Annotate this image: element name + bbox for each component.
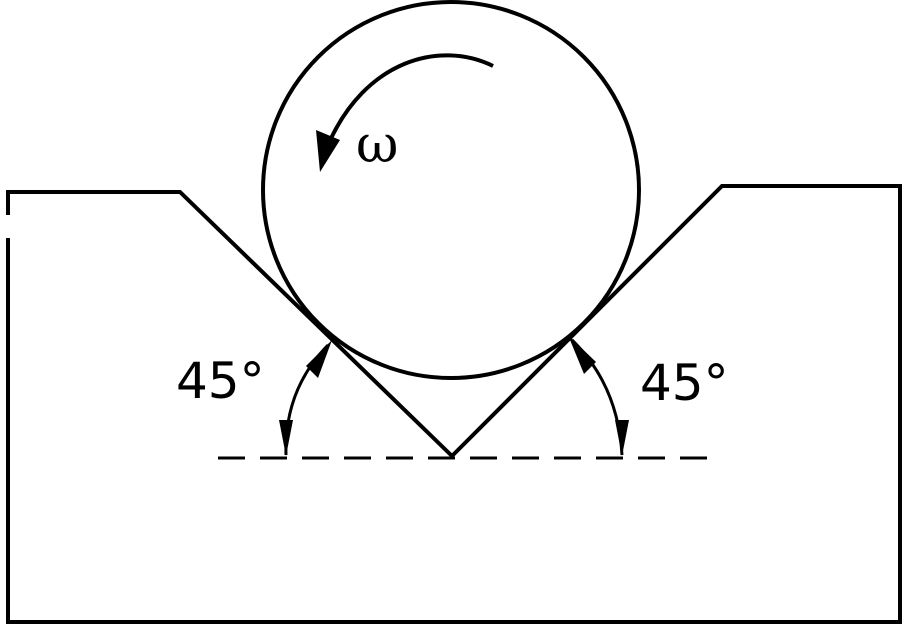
rotation-arrow (326, 53, 494, 146)
right-angle-label: 45° (640, 354, 729, 412)
rotation-arrowhead-icon (316, 130, 340, 172)
ball-circle (261, 0, 641, 380)
v-groove-block-outline (6, 184, 902, 624)
omega-label: ω (356, 115, 398, 175)
left-angle-arrowhead-bottom-icon (279, 420, 293, 456)
left-angle-label: 45° (176, 352, 265, 410)
right-angle-arrowhead-top-icon (568, 335, 596, 374)
left-angle-arrowhead-top-icon (306, 340, 332, 378)
right-angle-arrowhead-bottom-icon (615, 420, 629, 456)
